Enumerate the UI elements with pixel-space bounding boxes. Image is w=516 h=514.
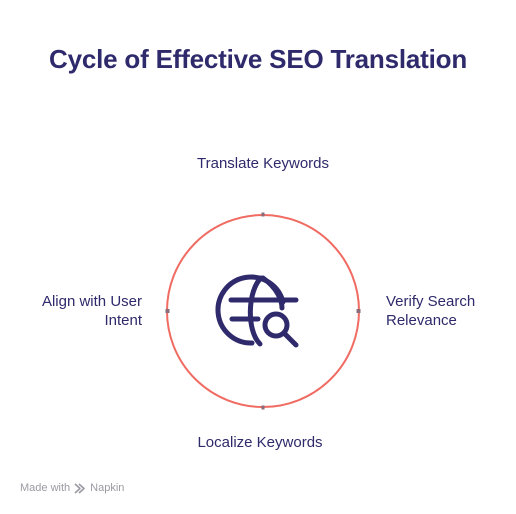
marker-top <box>261 212 265 217</box>
diagram-title: Cycle of Effective SEO Translation <box>49 44 467 74</box>
marker-left <box>165 309 170 313</box>
step-align-user-intent: Align with User Intent <box>41 293 142 329</box>
cycle-circle <box>166 214 360 408</box>
globe-search-icon <box>215 274 299 348</box>
napkin-brand-text: Napkin <box>90 482 125 494</box>
step-verify-search-relevance: Verify Search Relevance <box>386 293 476 329</box>
napkin-logo-icon <box>74 482 86 494</box>
footer-attribution[interactable]: Made with Napkin <box>20 482 124 494</box>
marker-bottom <box>261 405 265 410</box>
step-translate-keywords: Translate Keywords <box>197 155 329 172</box>
made-with-text: Made with <box>20 482 71 494</box>
marker-right <box>356 309 361 313</box>
step-localize-keywords: Localize Keywords <box>197 434 323 451</box>
